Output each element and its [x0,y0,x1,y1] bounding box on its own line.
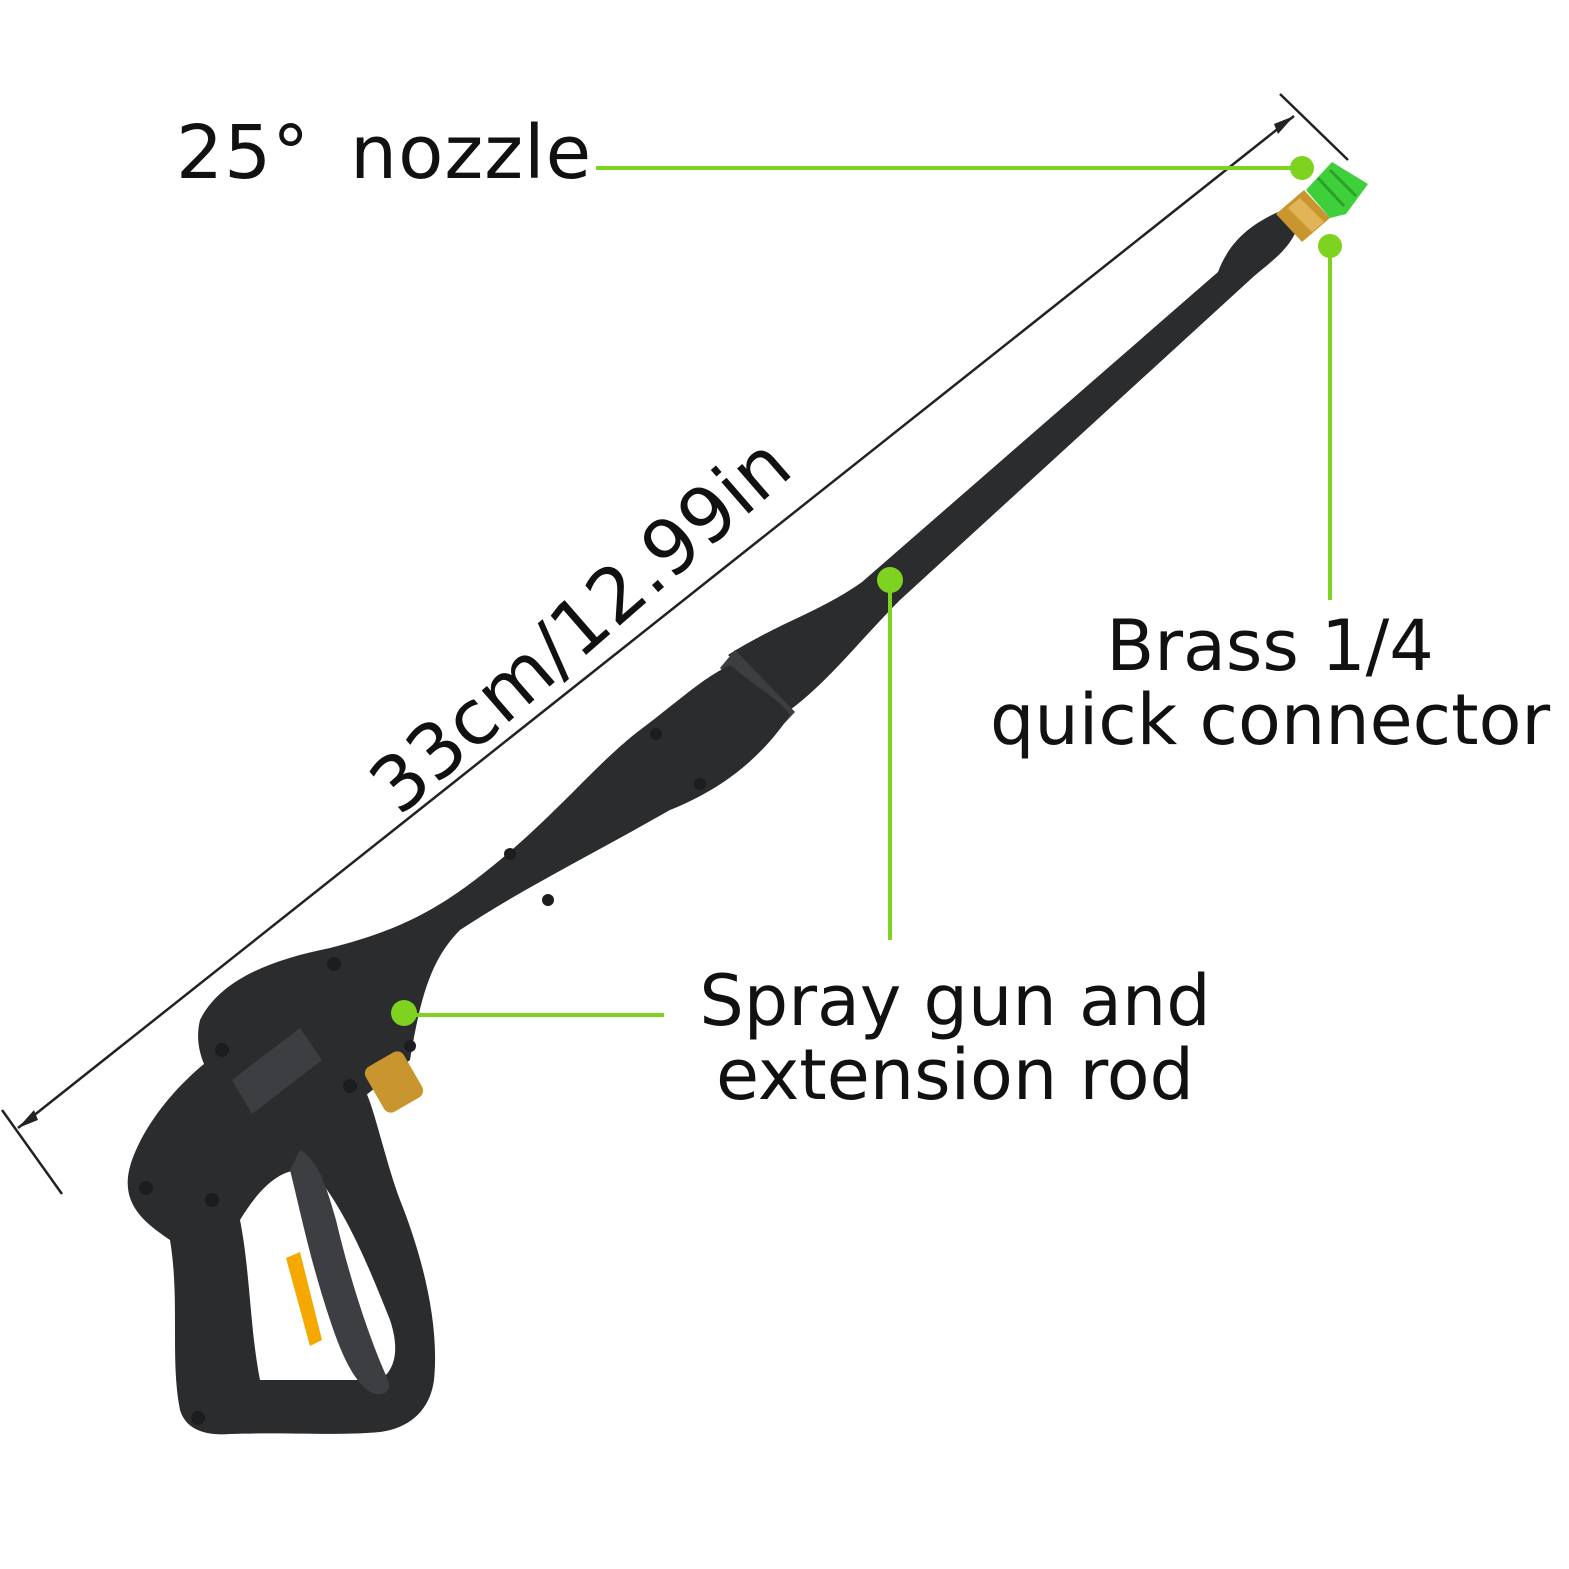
trigger-accent [286,1252,322,1346]
gun-housing [198,665,791,1131]
gun-callout-dot [391,1000,417,1026]
connector-callout-dot [1318,234,1342,258]
connector-label: Brass 1/4 quick connector [990,605,1551,761]
nozzle-tip [1306,162,1368,218]
extension-rod [728,212,1298,710]
callout-dots [391,156,1342,1026]
dimension-line [0,93,1349,1195]
spray-gun-label-line2: extension rod [715,1033,1194,1116]
housing-screws [139,728,706,1425]
gun-handle [127,1040,436,1435]
nozzle-label: 25°nozzle [176,114,592,193]
rod-callout-dot [877,567,903,593]
nozzle-callout-dot [1290,156,1314,180]
callout-lines [404,166,1332,1017]
quick-connector [1276,190,1330,242]
side-panel [232,1028,322,1114]
spray-gun-body [127,212,1298,1435]
connector-label-line1: Brass 1/4 [1106,605,1434,687]
spray-gun-label: Spray gun and extension rod [690,960,1220,1116]
nozzle-angle-text: 25° [176,110,311,196]
connector-label-line2: quick connector [990,678,1551,761]
spray-gun-label-line1: Spray gun and [699,960,1211,1042]
nozzle-text: nozzle [350,110,593,196]
inlet-brass-fitting [364,1051,424,1113]
gun-trigger [290,1150,389,1395]
